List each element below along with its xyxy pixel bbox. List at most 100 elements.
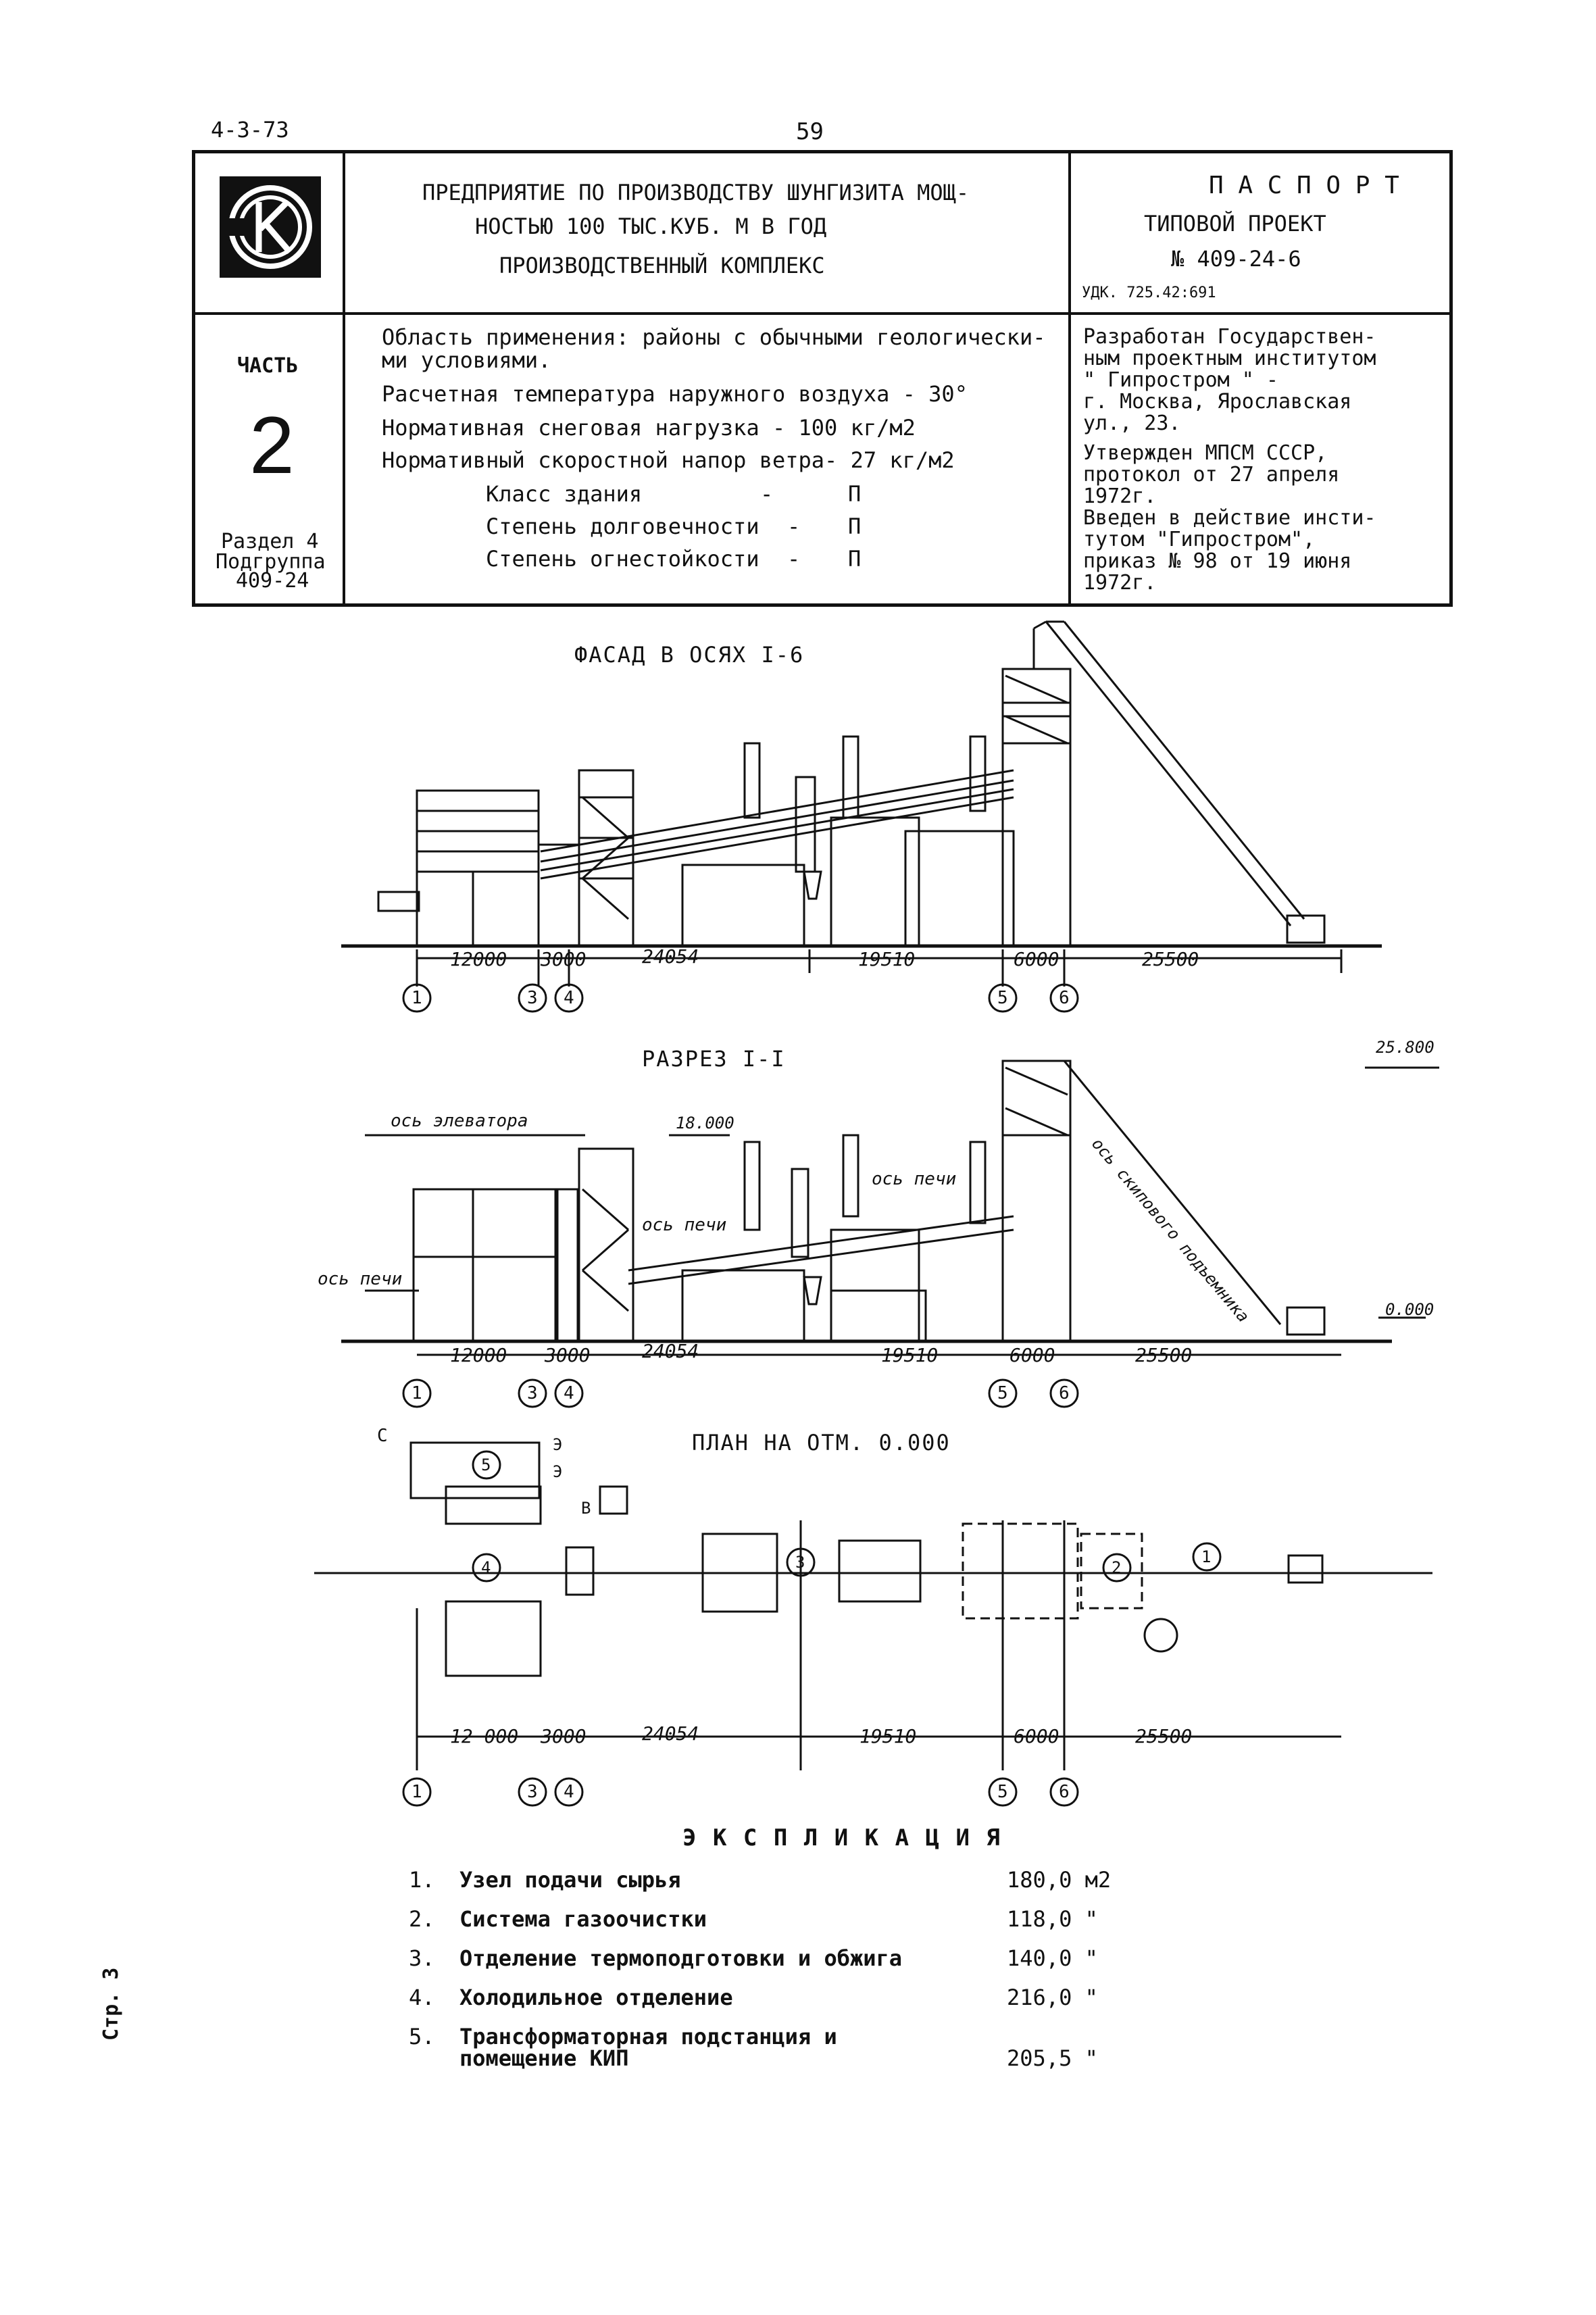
expl-area: 140,0 " xyxy=(1007,1945,1098,1971)
facade-dim: 25500 xyxy=(1142,948,1199,970)
expl-num: 1. xyxy=(409,1867,435,1893)
section-drawing xyxy=(341,1060,1439,1408)
class-row-dash: - xyxy=(760,481,774,507)
developer-line: " Гипростром " - xyxy=(1083,368,1278,392)
ck-logo xyxy=(218,176,321,278)
elevation-mid: 18.000 xyxy=(676,1114,734,1132)
class-row-value: П xyxy=(848,481,862,507)
facade-dim: 3000 xyxy=(541,948,587,970)
expl-num: 2. xyxy=(409,1906,435,1932)
class-row-dash: - xyxy=(787,546,801,572)
plan-axis: 3 xyxy=(527,1782,538,1802)
facade-axis: 6 xyxy=(1059,988,1070,1008)
section-title: РАЗРЕЗ I-I xyxy=(642,1046,786,1072)
developer-line: приказ № 98 от 19 июня xyxy=(1083,549,1352,573)
plan-axis: 5 xyxy=(997,1782,1008,1802)
section-axis: 4 xyxy=(564,1383,574,1403)
plan-axis: 6 xyxy=(1059,1782,1070,1802)
elevation-top: 25.800 xyxy=(1376,1038,1435,1057)
udk-code: УДК. 725.42:691 xyxy=(1082,284,1216,301)
facade-drawing xyxy=(341,620,1382,1013)
section-dim: 3000 xyxy=(545,1344,591,1366)
part-label: ЧАСТЬ xyxy=(237,354,299,378)
section-dim: 24054 xyxy=(642,1340,699,1362)
elevation-zero: 0.000 xyxy=(1385,1300,1435,1319)
expl-num: 5. xyxy=(409,2024,435,2049)
param-line: Расчетная температура наружного воздуха … xyxy=(382,381,968,407)
part-number: 2 xyxy=(249,400,295,491)
section-line3: 409-24 xyxy=(236,569,309,593)
label-kiln-axis: ось печи xyxy=(318,1269,403,1289)
plan-letter: Э xyxy=(553,1435,563,1454)
section-dim: 6000 xyxy=(1009,1344,1055,1366)
plan-dim: 24054 xyxy=(642,1722,699,1745)
developer-line: протокол от 27 апреля xyxy=(1083,463,1340,487)
facade-axis: 1 xyxy=(412,988,422,1008)
header-frame: ПРЕДПРИЯТИЕ ПО ПРОИЗВОДСТВУ ШУНГИЗИТА МО… xyxy=(192,150,1453,607)
developer-line: тутом "Гипростром", xyxy=(1083,528,1316,551)
passport-subtitle: ТИПОВОЙ ПРОЕКТ xyxy=(1144,211,1326,237)
class-row-label: Степень огнестойкости xyxy=(486,546,759,572)
class-row-dash: - xyxy=(787,514,801,539)
plan-letter: Э xyxy=(553,1462,563,1481)
expl-num: 3. xyxy=(409,1945,435,1971)
plan-dim: 12 000 xyxy=(450,1725,519,1747)
plan-mark: 4 xyxy=(481,1558,491,1577)
header-title-line2: НОСТЬЮ 100 ТЫС.КУБ. М В ГОД xyxy=(475,214,827,239)
header-title-line1: ПРЕДПРИЯТИЕ ПО ПРОИЗВОДСТВУ ШУНГИЗИТА МО… xyxy=(422,180,970,205)
header-title-line3: ПРОИЗВОДСТВЕННЫЙ КОМПЛЕКС xyxy=(499,253,825,278)
plan-dim: 25500 xyxy=(1135,1725,1193,1747)
plan-mark: 5 xyxy=(481,1455,491,1474)
class-row-label: Степень долговечности xyxy=(486,514,759,539)
facade-dim: 12000 xyxy=(450,948,507,970)
param-line: Нормативная снеговая нагрузка - 100 кг/м… xyxy=(382,415,916,441)
class-row-label: Класс здания xyxy=(486,481,643,507)
section-line1: Раздел 4 xyxy=(221,530,319,553)
param-line: Нормативный скоростной напор ветра- 27 к… xyxy=(382,447,955,473)
plan-dim: 19510 xyxy=(859,1725,917,1747)
expl-area: 118,0 " xyxy=(1007,1906,1098,1932)
facade-title: ФАСАД В ОСЯХ I-6 xyxy=(574,642,805,668)
developer-line: г. Москва, Ярославская xyxy=(1083,390,1352,414)
expl-name: Холодильное отделение xyxy=(459,1985,733,2010)
plan-mark: 2 xyxy=(1112,1558,1122,1577)
facade-axis: 4 xyxy=(564,988,574,1008)
plan-letter: С xyxy=(377,1426,388,1446)
expl-name: Трансформаторная подстанция и xyxy=(459,2024,837,2049)
section-dim: 25500 xyxy=(1135,1344,1193,1366)
expl-area: 216,0 " xyxy=(1007,1985,1098,2010)
plan-dim: 6000 xyxy=(1014,1725,1059,1747)
label-kiln-axis: ось печи xyxy=(872,1169,957,1189)
section-axis: 5 xyxy=(997,1383,1008,1403)
label-elevator-axis: ось элеватора xyxy=(391,1111,528,1131)
expl-name: Система газоочистки xyxy=(459,1906,707,1932)
developer-line: ным проектным институтом xyxy=(1083,347,1376,370)
section-dim: 19510 xyxy=(881,1344,939,1366)
plan-mark: 1 xyxy=(1201,1547,1212,1566)
plan-title: ПЛАН НА ОТМ. 0.000 xyxy=(692,1430,951,1455)
facade-dim: 24054 xyxy=(642,945,699,968)
developer-line: Разработан Государствен- xyxy=(1083,325,1376,349)
expl-name: Узел подачи сырья xyxy=(459,1867,681,1893)
facade-dim: 19510 xyxy=(858,948,916,970)
side-page-label: Стр. 3 xyxy=(99,1967,123,2041)
plan-dim: 3000 xyxy=(541,1725,587,1747)
expl-area: 205,5 " xyxy=(1007,2045,1098,2071)
expl-area: 180,0 м2 xyxy=(1007,1867,1112,1893)
section-dim: 12000 xyxy=(450,1344,507,1366)
facade-axis: 3 xyxy=(527,988,538,1008)
section-axis: 6 xyxy=(1059,1383,1070,1403)
expl-name-cont: помещение КИП xyxy=(459,2045,629,2071)
section-line2: Подгруппа xyxy=(216,550,326,574)
developer-line: Введен в действие инсти- xyxy=(1083,506,1376,530)
document-code: 4-3-73 xyxy=(211,117,289,143)
section-axis: 1 xyxy=(412,1383,422,1403)
expl-name: Отделение термоподготовки и обжига xyxy=(459,1945,903,1971)
param-line: ми условиями. xyxy=(382,347,551,373)
class-row-value: П xyxy=(848,546,862,572)
developer-line: 1972г. xyxy=(1083,571,1157,595)
plan-mark: 3 xyxy=(795,1553,805,1572)
explication-title: Э К С П Л И К А Ц И Я xyxy=(682,1824,1001,1851)
plan-axis: 1 xyxy=(412,1782,422,1802)
